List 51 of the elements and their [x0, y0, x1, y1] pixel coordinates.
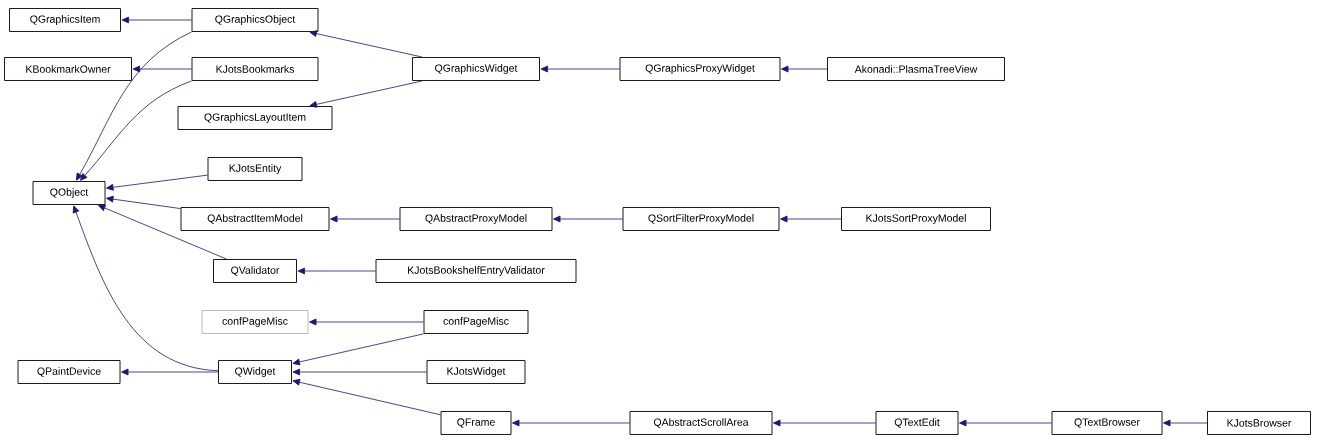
class-box: KJotsWidget: [426, 360, 526, 384]
class-box: QGraphicsProxyWidget: [619, 57, 781, 81]
class-box: Akonadi::PlasmaTreeView: [827, 57, 1005, 81]
arrow: [121, 16, 192, 24]
arrow: [106, 195, 181, 209]
class-box: QAbstractScrollArea: [629, 411, 773, 435]
arrow: [959, 419, 1052, 427]
arrow: [292, 333, 424, 366]
class-box: QTextEdit: [875, 411, 959, 435]
class-box: QValidator: [213, 259, 297, 283]
arrow: [292, 368, 427, 376]
arrow: [80, 80, 192, 181]
arrow: [106, 174, 208, 191]
arrow: [121, 368, 219, 376]
arrow: [780, 215, 842, 223]
arrow: [540, 65, 620, 73]
class-box: confPageMisc: [423, 310, 529, 334]
arrow: [309, 318, 424, 326]
class-box: confPageMisc: [201, 310, 309, 334]
class-box: QGraphicsWidget: [412, 57, 540, 81]
class-box: QGraphicsItem: [9, 8, 121, 32]
arrow: [781, 65, 828, 73]
arrow: [98, 204, 227, 260]
class-box: KJotsBookshelfEntryValidator: [375, 259, 577, 283]
class-box: QGraphicsObject: [191, 8, 319, 32]
class-box: KJotsEntity: [207, 157, 303, 181]
class-box: KBookmarkOwner: [4, 57, 132, 81]
class-box: QSortFilterProxyModel: [622, 207, 780, 231]
arrow: [297, 267, 376, 275]
arrow: [553, 215, 623, 223]
arrow: [1163, 419, 1208, 427]
class-box: QAbstractProxyModel: [399, 207, 553, 231]
arrow: [72, 205, 219, 372]
class-box: KJotsSortProxyModel: [841, 207, 991, 231]
class-box: QWidget: [218, 360, 292, 384]
arrow: [132, 65, 192, 73]
arrow: [76, 31, 192, 181]
class-box: QFrame: [440, 411, 512, 435]
class-box: QPaintDevice: [17, 360, 121, 384]
class-box: QTextBrowser: [1051, 411, 1163, 435]
class-box: QObject: [32, 181, 106, 205]
arrow: [512, 419, 630, 427]
class-box: QAbstractItemModel: [180, 207, 330, 231]
class-box: QGraphicsLayoutItem: [177, 106, 333, 130]
class-box: KJotsBrowser: [1207, 411, 1311, 435]
arrow: [309, 80, 423, 108]
arrow: [773, 419, 876, 427]
arrow: [309, 30, 423, 58]
class-box: KJotsBookmarks: [191, 57, 319, 81]
arrow: [292, 378, 441, 416]
arrow: [330, 215, 400, 223]
